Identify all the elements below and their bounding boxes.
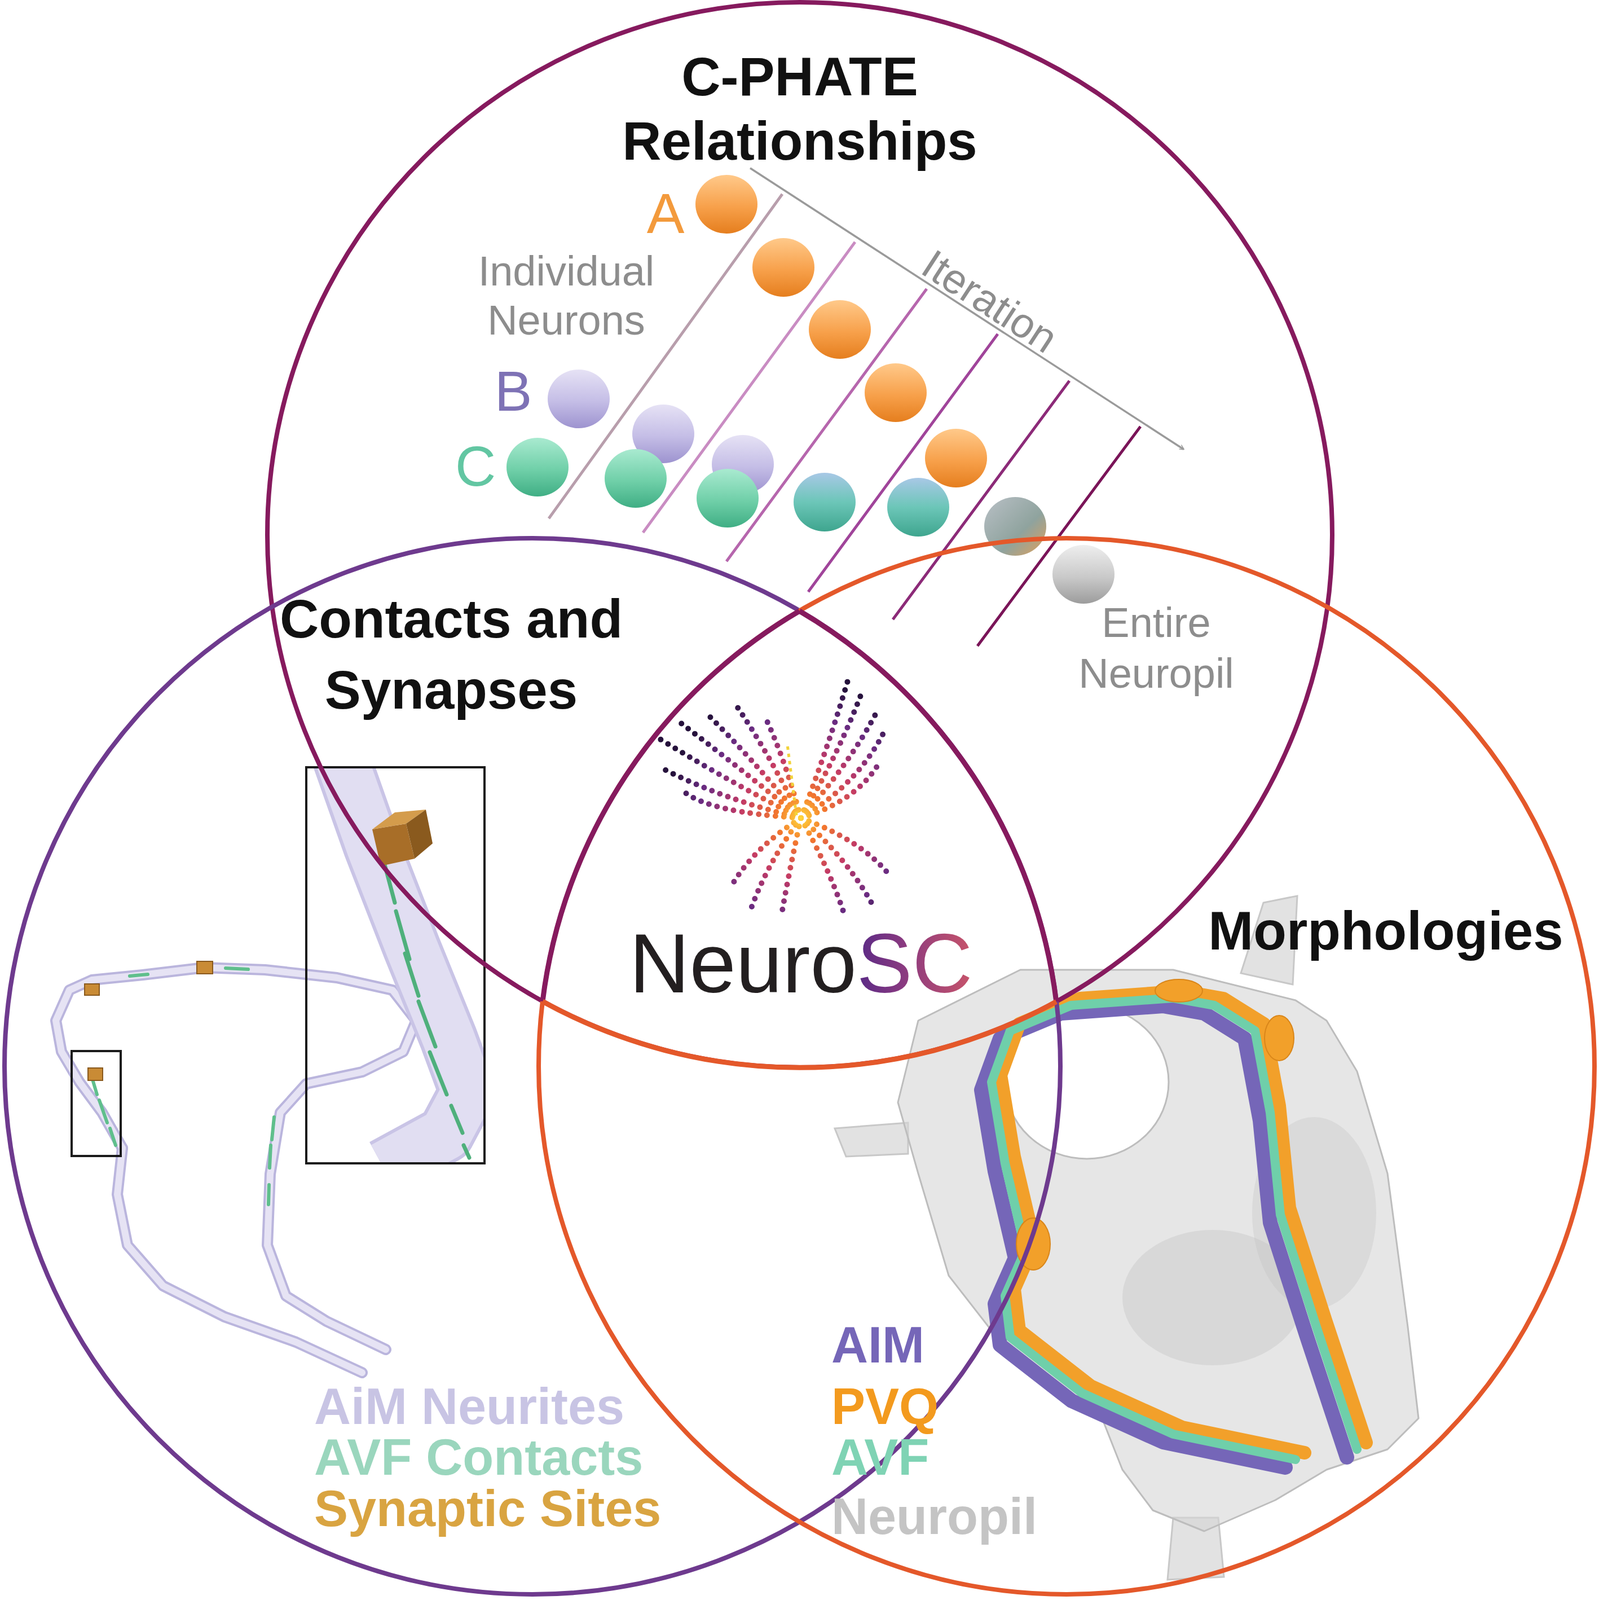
pvq-swelling (1155, 979, 1203, 1002)
neuron-disc (808, 300, 871, 359)
neuron-disc (506, 437, 569, 497)
neuron-disc (984, 496, 1047, 556)
neurite (338, 767, 469, 1164)
contact-mark (451, 1105, 463, 1133)
key-label: AVF Contacts (314, 1429, 743, 1484)
contact-mark (225, 967, 249, 969)
iteration-arrow (750, 168, 1184, 449)
scale-note: Entire Neuropil (1054, 597, 1258, 699)
contact-mark (109, 1128, 116, 1145)
key-label: AVF (831, 1429, 1114, 1484)
contact-mark (418, 1001, 436, 1047)
neuropil-shape (897, 969, 1419, 1531)
iteration-line (642, 241, 856, 533)
logo-antenna (787, 744, 797, 816)
neuron-disc (1052, 544, 1115, 604)
neuron-disc (924, 428, 988, 488)
contact-marks (90, 967, 275, 1205)
scale-note: Individual Neurons (464, 246, 668, 345)
iteration-line (808, 333, 998, 592)
zoom-box (71, 1050, 121, 1156)
contact-mark (269, 1144, 271, 1168)
neuron-letter: C (435, 434, 515, 497)
synaptic-sites (84, 961, 213, 1081)
synapse-cube (196, 961, 213, 974)
neuron-letter: A (626, 182, 706, 245)
contact-mark (395, 910, 410, 959)
neurite-outline (55, 967, 417, 1350)
neurite-illustration (55, 967, 417, 1373)
circle-heading: Morphologies (1171, 898, 1599, 963)
neuron-letter: B (473, 359, 553, 422)
key-label: PVQ (831, 1379, 1114, 1434)
neurite-outline (117, 1147, 363, 1373)
neurite (117, 1147, 363, 1373)
inset-frame (306, 767, 485, 1164)
synapse-cube (84, 983, 100, 995)
venn-center: NeuroSC (538, 606, 1061, 1072)
contact-mark (129, 974, 148, 976)
neuron-disc (887, 477, 950, 537)
arrow-label: Iteration (877, 216, 1103, 387)
contact-mark (271, 1116, 275, 1140)
neuron-disc (793, 472, 856, 532)
logo-wordmark: NeuroSC (629, 918, 973, 1009)
neuron-disc (604, 448, 667, 508)
inset-zoom (338, 767, 470, 1164)
contact-mark (429, 1051, 447, 1095)
pvq-swelling (1264, 1015, 1294, 1061)
circle-outline (267, 2, 1333, 1068)
key-label: Synaptic Sites (314, 1481, 743, 1536)
key-label: AIM (831, 1317, 1114, 1372)
neuron-disc (864, 363, 927, 422)
venn-circle: C-PHATE RelationshipsAIndividual Neurons… (262, 0, 1337, 1072)
neuron-disc (696, 468, 759, 528)
neuropil-lobe (834, 1122, 909, 1157)
neuron-disc (752, 238, 815, 297)
contact-mark (268, 1184, 270, 1205)
contact-mark (99, 1099, 108, 1123)
synapse-cube (406, 809, 433, 859)
contact-mark (404, 953, 419, 996)
contact-mark (463, 1144, 470, 1158)
circle-heading: Contacts and Synapses (253, 583, 649, 726)
circle-outline (538, 538, 1595, 1594)
neurite (55, 967, 417, 1350)
neurite-outline (338, 767, 469, 1164)
neuron-disc (547, 369, 610, 429)
center-outline (542, 1001, 1057, 1068)
key-label: Neuropil (831, 1489, 1170, 1544)
avf-neuron (991, 997, 1358, 1460)
neuron-disc (695, 174, 758, 234)
pvq-neuron (1000, 990, 1367, 1453)
synapse-cube (87, 1067, 103, 1081)
neuron-tracings (981, 990, 1367, 1468)
circle-heading: C-PHATE Relationships (596, 44, 1003, 174)
